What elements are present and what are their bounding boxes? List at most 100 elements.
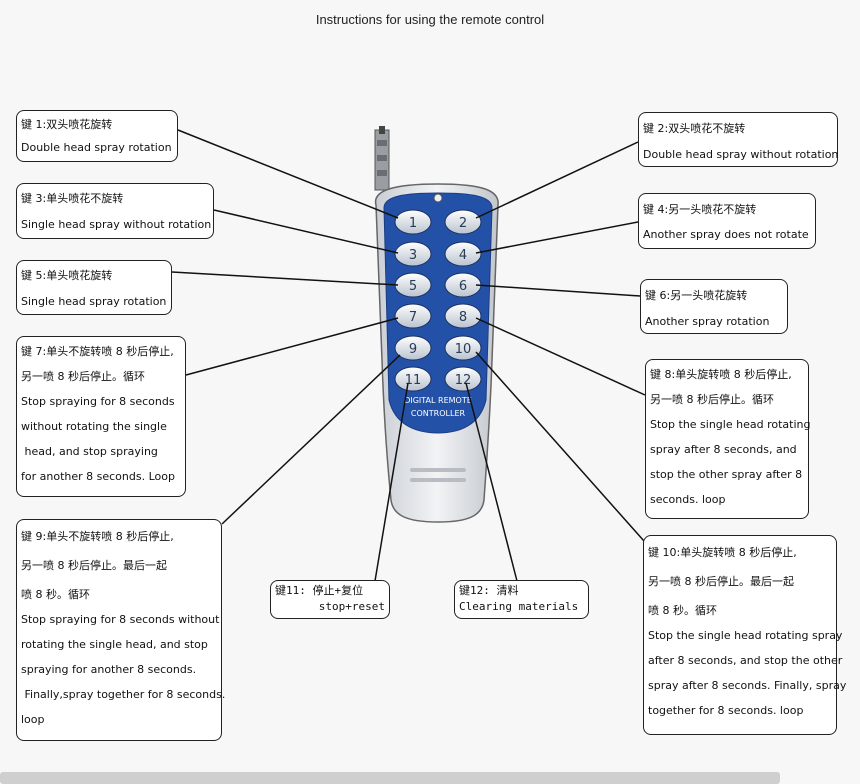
remote-button-12[interactable]: 12 [444, 366, 482, 392]
callout-key-12: 键12: 清料 Clearing materials [454, 580, 589, 619]
callout-text: Finally,spray together for 8 seconds. [21, 688, 226, 701]
horizontal-scrollbar[interactable] [0, 772, 780, 784]
callout-text: seconds. loop [650, 493, 726, 506]
connector-lines [171, 129, 646, 582]
callout-text: 喷 8 秒。循环 [21, 588, 90, 601]
callout-text: together for 8 seconds. loop [648, 704, 804, 717]
callout-text: 键 4:另一头喷花不旋转 [643, 203, 757, 216]
callout-key-7: 键 7:单头不旋转喷 8 秒后停止, 另一喷 8 秒后停止。循环 Stop sp… [16, 336, 186, 497]
callout-key-9: 键 9:单头不旋转喷 8 秒后停止, 另一喷 8 秒后停止。最后一起 喷 8 秒… [16, 519, 226, 741]
callout-text: Stop spraying for 8 seconds [21, 395, 175, 408]
logo-icon [433, 193, 443, 203]
remote-button-2[interactable]: 2 [444, 209, 482, 235]
callout-text: Another spray rotation [645, 315, 770, 328]
line-k8 [475, 317, 646, 396]
callout-text: 键11: 停止+复位 [275, 584, 364, 597]
remote-button-7[interactable]: 7 [394, 303, 432, 329]
callout-text: Another spray does not rotate [643, 228, 809, 241]
callout-text: stop the other spray after 8 [650, 468, 803, 481]
remote-button-face [394, 303, 432, 329]
line-k12 [465, 382, 518, 582]
remote-button-label: 1 [409, 216, 417, 231]
remote-button-label: 2 [459, 216, 467, 231]
callout-text: stop+reset [318, 600, 385, 613]
page-title: Instructions for using the remote contro… [315, 12, 545, 27]
callout-text: Clearing materials [459, 600, 579, 613]
callout-text: 另一喷 8 秒后停止。循环 [650, 393, 774, 406]
remote-button-6[interactable]: 6 [444, 272, 482, 298]
remote-button-label: 11 [405, 373, 422, 388]
callout-text: 键 8:单头旋转喷 8 秒后停止, [650, 368, 792, 381]
line-k10 [475, 351, 645, 542]
callout-text: 键 7:单头不旋转喷 8 秒后停止, [21, 345, 174, 358]
line-k1 [177, 129, 399, 219]
callout-text: 键 3:单头喷花不旋转 [21, 192, 124, 205]
callout-text: for another 8 seconds. Loop [21, 470, 175, 483]
remote-button-label: 10 [455, 342, 472, 357]
remote-button-11[interactable]: 11 [394, 366, 432, 392]
line-k5 [171, 271, 399, 286]
callout-text: 另一喷 8 秒后停止。循环 [21, 370, 145, 383]
line-k11 [374, 382, 409, 582]
remote-button-face [394, 209, 432, 235]
callout-text: Double head spray rotation [21, 141, 172, 154]
line-k6 [475, 284, 641, 297]
grip-line [410, 468, 466, 472]
callout-text: 键 2:双头喷花不旋转 [643, 122, 746, 135]
remote-button-label: 5 [409, 279, 417, 294]
callout-key-3: 键 3:单头喷花不旋转 Single head spray without ro… [16, 183, 214, 239]
remote-button-face [394, 366, 432, 392]
callout-text: spraying for another 8 seconds. [21, 663, 197, 676]
callout-text: Single head spray without rotation [21, 218, 212, 231]
callout-text: Stop the single head rotating spray [648, 629, 843, 642]
callout-key-8: 键 8:单头旋转喷 8 秒后停止, 另一喷 8 秒后停止。循环 Stop the… [645, 359, 811, 519]
callout-text: 键 10:单头旋转喷 8 秒后停止, [648, 546, 797, 559]
remote-button-10[interactable]: 10 [444, 335, 482, 361]
remote-button-5[interactable]: 5 [394, 272, 432, 298]
line-k4 [475, 221, 639, 254]
remote-button-label: 12 [455, 373, 472, 388]
remote-button-1[interactable]: 1 [394, 209, 432, 235]
remote-button-face [444, 241, 482, 267]
remote-button-4[interactable]: 4 [444, 241, 482, 267]
remote-button-label: 7 [409, 310, 417, 325]
callout-text: Stop the single head rotating [650, 418, 811, 431]
remote-button-label: 6 [459, 279, 467, 294]
remote-button-face [444, 366, 482, 392]
callout-key-11: 键11: 停止+复位 stop+reset [270, 580, 390, 619]
callout-text: 键 9:单头不旋转喷 8 秒后停止, [21, 530, 174, 543]
remote-button-face [444, 335, 482, 361]
callout-key-1: 键 1:双头喷花旋转 Double head spray rotation [16, 110, 178, 162]
callout-text: head, and stop spraying [21, 445, 158, 458]
callout-text: 键 1:双头喷花旋转 [21, 118, 113, 131]
callout-text: without rotating the single [21, 420, 167, 433]
callout-key-6: 键 6:另一头喷花旋转 Another spray rotation [640, 279, 788, 334]
remote-button-8[interactable]: 8 [444, 303, 482, 329]
callout-text: 喷 8 秒。循环 [648, 604, 717, 617]
callout-text: Single head spray rotation [21, 295, 167, 308]
remote-button-3[interactable]: 3 [394, 241, 432, 267]
callout-text: Stop spraying for 8 seconds without [21, 613, 220, 626]
remote-label-line1: DIGITAL REMOTE [404, 396, 472, 405]
callout-text: 另一喷 8 秒后停止。最后一起 [21, 559, 167, 572]
remote-button-label: 8 [459, 310, 467, 325]
remote-button-9[interactable]: 9 [394, 335, 432, 361]
remote-label-line2: CONTROLLER [411, 409, 466, 418]
callout-text: spray after 8 seconds, and [650, 443, 797, 456]
callout-text: after 8 seconds, and stop the other [648, 654, 843, 667]
callout-text: Double head spray without rotation [643, 148, 839, 161]
callout-text: loop [21, 713, 45, 726]
callout-text: spray after 8 seconds. Finally, spray [648, 679, 847, 692]
callout-text: 键 6:另一头喷花旋转 [645, 289, 748, 302]
remote-button-face [444, 209, 482, 235]
callout-text: 键 5:单头喷花旋转 [21, 269, 113, 282]
remote-button-face [394, 241, 432, 267]
antenna [374, 126, 390, 191]
grip-line [410, 478, 466, 482]
line-k7 [185, 317, 399, 376]
remote-button-label: 3 [409, 248, 417, 263]
callout-key-4: 键 4:另一头喷花不旋转 Another spray does not rota… [638, 193, 816, 249]
